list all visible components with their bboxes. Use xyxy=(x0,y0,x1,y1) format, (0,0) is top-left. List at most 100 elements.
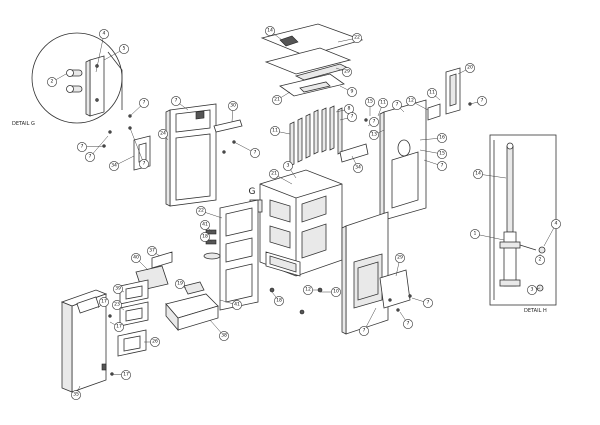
detail-g-label: DETAIL G xyxy=(12,121,35,127)
callout-number: 30 xyxy=(230,103,236,109)
callout-bubble xyxy=(437,133,447,143)
callout-bubble xyxy=(99,297,109,307)
callout-bubble xyxy=(353,163,363,173)
callout-bubble xyxy=(342,67,352,77)
callout-number: 1 xyxy=(474,231,477,237)
callout-bubble xyxy=(109,161,119,171)
callout-number: 2 xyxy=(539,257,542,263)
callout-number: 17 xyxy=(123,372,129,378)
callout-bubble xyxy=(270,126,280,136)
callout-number: 11 xyxy=(380,100,386,106)
callout-bubble xyxy=(477,96,487,106)
callout-bubble xyxy=(200,232,210,242)
callout-bubble xyxy=(437,161,447,171)
callout-number: 2 xyxy=(51,79,54,85)
callout-bubble xyxy=(175,279,185,289)
callout-bubble xyxy=(265,26,275,36)
callout-number: 7 xyxy=(427,300,430,306)
callout-bubble xyxy=(228,101,238,111)
callout-number: 7 xyxy=(441,163,444,169)
callout-bubble xyxy=(139,98,149,108)
callout-number: 18 xyxy=(202,234,208,240)
callout-bubble xyxy=(85,152,95,162)
callout-number: 7 xyxy=(89,154,92,160)
callout-number: 5 xyxy=(123,46,126,52)
callout-bubble xyxy=(352,33,362,43)
callout-number: 7 xyxy=(143,100,146,106)
callout-number: 17 xyxy=(101,299,107,305)
callout-number: 12 xyxy=(305,287,311,293)
callout-bubble xyxy=(250,148,260,158)
callout-bubble xyxy=(551,219,561,229)
callout-bubble xyxy=(369,130,379,140)
callout-number: 7 xyxy=(481,98,484,104)
left-side-door-panel xyxy=(165,103,217,207)
callout-number: 11 xyxy=(429,90,435,96)
callout-bubble xyxy=(427,88,437,98)
front-cover-35 xyxy=(60,289,108,393)
heat-exchanger-tubes xyxy=(289,105,343,167)
callout-bubble xyxy=(131,253,141,263)
callout-bubble xyxy=(347,112,357,122)
callout-number: 40 xyxy=(133,255,139,261)
callout-number: 41 xyxy=(234,302,240,308)
callout-bubble xyxy=(147,246,157,256)
main-firebox-body xyxy=(249,169,343,277)
callout-number: 7 xyxy=(373,119,376,125)
callout-number: 3 xyxy=(287,163,290,169)
callout-number: 34 xyxy=(355,165,361,171)
callout-number: 35 xyxy=(73,392,79,398)
leader-line xyxy=(474,233,505,241)
front-door-panel xyxy=(205,199,259,311)
flue-collector xyxy=(445,67,461,115)
callout-number: 34 xyxy=(111,163,117,169)
callout-bubble xyxy=(139,159,149,169)
callout-number: 12 xyxy=(408,98,414,104)
callout-bubble xyxy=(406,96,416,106)
callout-number: 20 xyxy=(467,65,473,71)
view-letter: G xyxy=(249,187,256,197)
callout-number: 38 xyxy=(221,333,227,339)
callout-number: 9 xyxy=(351,89,354,95)
callout-bubble xyxy=(465,63,475,73)
callout-bubble xyxy=(158,129,168,139)
callout-bubble xyxy=(347,87,357,97)
callout-number: 7 xyxy=(407,321,410,327)
ash-pan xyxy=(165,293,219,332)
callout-bubble xyxy=(473,169,483,179)
callout-bubble xyxy=(395,253,405,263)
callout-bubble xyxy=(274,296,284,306)
callout-bubble xyxy=(392,100,402,110)
fasteners xyxy=(102,102,472,376)
callout-number: 3 xyxy=(531,287,534,293)
leader-line xyxy=(129,127,145,165)
callout-number: 16 xyxy=(439,135,445,141)
callout-number: 37 xyxy=(149,248,155,254)
callout-number: 15 xyxy=(367,99,373,105)
gasket-29 xyxy=(379,269,411,309)
callout-bubble xyxy=(423,298,433,308)
door-glass-frames xyxy=(117,251,173,357)
detail-g-view: DETAIL G xyxy=(12,32,123,127)
callout-bubble xyxy=(331,287,341,297)
grate-19 xyxy=(183,281,205,295)
callout-number: 21 xyxy=(271,171,277,177)
callout-bubble xyxy=(196,206,206,216)
rear-panel xyxy=(341,211,389,335)
callout-number: 29 xyxy=(344,69,350,75)
callout-bubble xyxy=(437,149,447,159)
callout-bubble xyxy=(283,161,293,171)
callout-number: 24 xyxy=(160,131,166,137)
detail-h-label: DETAIL H xyxy=(524,308,547,314)
callout-bubble xyxy=(365,97,375,107)
callout-bubble xyxy=(112,300,122,310)
callout-bubble xyxy=(71,390,81,400)
detail-h-view: DETAIL H xyxy=(489,134,557,314)
callout-number: 7 xyxy=(143,161,146,167)
top-cover-assembly xyxy=(260,23,364,97)
callout-bubble xyxy=(114,322,124,332)
callout-number: 11 xyxy=(272,128,278,134)
callout-number: 29 xyxy=(397,255,403,261)
